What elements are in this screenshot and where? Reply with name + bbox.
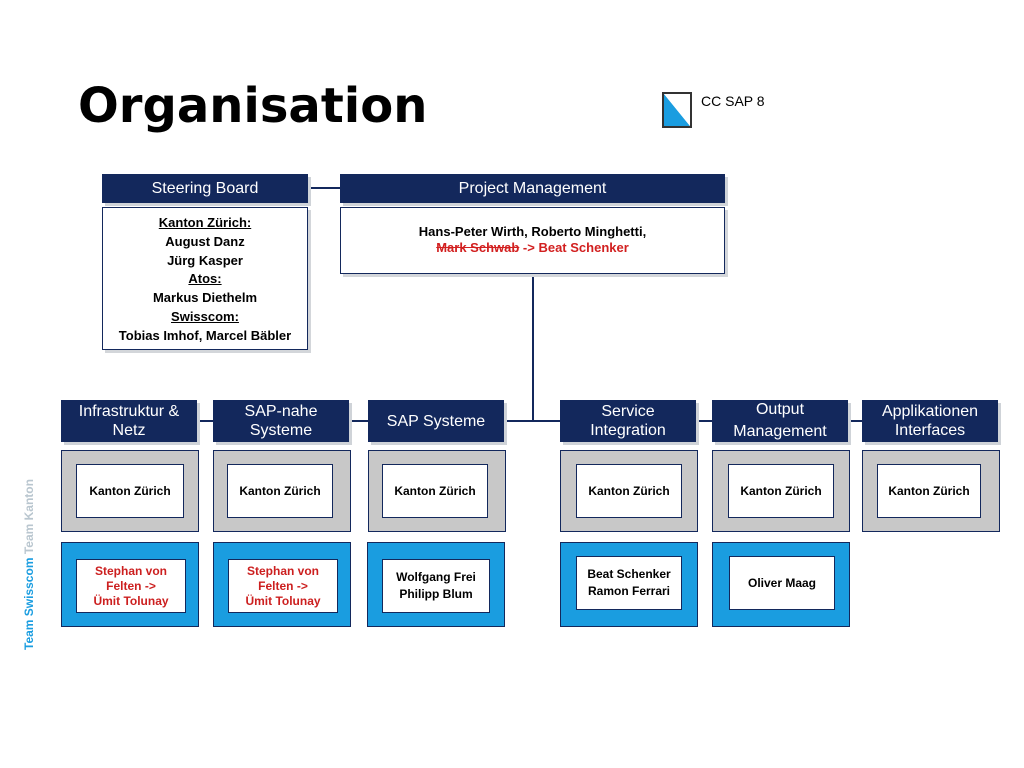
team-kanton-box: Kanton Zürich (877, 464, 981, 518)
team-member: Stephan von (246, 563, 319, 578)
team-kanton-box: Kanton Zürich (382, 464, 488, 518)
side-label-primary: Team Swisscom (22, 557, 36, 650)
team-member: Wolfgang Frei (396, 570, 476, 584)
team-header-sap-nahe: SAP-nahe Systeme (213, 400, 349, 442)
steering-board-header-label: Steering Board (151, 179, 259, 197)
connector-steering-pm (310, 187, 340, 189)
team-kanton-panel: Kanton Zürich (712, 450, 850, 532)
team-swisscom-panel: Beat Schenker Ramon Ferrari (560, 542, 698, 627)
project-management-header-label: Project Management (458, 179, 607, 197)
steering-board-line: Swisscom: (171, 308, 239, 324)
team-member: Philipp Blum (399, 587, 473, 601)
team-kanton-panel: Kanton Zürich (368, 450, 506, 532)
team-swisscom-panel: Wolfgang Frei Philipp Blum (367, 542, 505, 627)
team-member: Oliver Maag (747, 575, 817, 590)
side-label-secondary: Team Kanton (22, 479, 36, 555)
steering-board-line: Markus Diethelm (152, 290, 258, 306)
steering-board-line: August Danz (165, 233, 245, 249)
team-swisscom-panel: Oliver Maag (712, 542, 850, 627)
steering-board-line: Kanton Zürich: (158, 215, 252, 230)
team-kanton-box: Kanton Zürich (227, 464, 333, 518)
team-kanton-panel: Kanton Zürich (560, 450, 698, 532)
project-management-line: Hans-Peter Wirth, Roberto Minghetti, (418, 224, 647, 239)
team-swisscom-box: Beat Schenker Ramon Ferrari (576, 556, 682, 610)
team-header-label: SAP-nahe Systeme (244, 403, 318, 439)
team-member: Beat Schenker (587, 567, 671, 581)
team-member: Felten -> (106, 578, 156, 593)
project-management-details: Hans-Peter Wirth, Roberto Minghetti, Mar… (340, 207, 725, 274)
connector-pm-vertical (532, 274, 534, 421)
team-header-infrastruktur: Infrastruktur & Netz (61, 400, 197, 442)
team-header-label: Output Management (733, 401, 827, 440)
team-header-label: SAP Systeme (386, 412, 486, 430)
team-swisscom-box: Stephan von Felten -> Ümit Tolunay (76, 559, 186, 613)
project-management-header: Project Management (340, 174, 725, 203)
team-member: Ümit Tolunay (245, 593, 321, 608)
zurich-flag-icon (662, 92, 692, 128)
page-title: Organisation (78, 78, 428, 134)
side-label: Team Swisscom Team Kanton (22, 450, 38, 650)
team-swisscom-box: Stephan von Felten -> Ümit Tolunay (228, 559, 338, 613)
steering-board-line: Tobias Imhof, Marcel Bäbler (118, 327, 292, 343)
team-swisscom-box: Wolfgang Frei Philipp Blum (382, 559, 490, 613)
team-member: Ramon Ferrari (587, 584, 671, 598)
connector-team-horizontal (196, 420, 862, 422)
team-kanton-label: Kanton Zürich (888, 483, 970, 498)
team-member: Felten -> (258, 578, 308, 593)
logo-text: CC SAP 8 (701, 93, 765, 109)
team-header-output-management: Output Management (712, 400, 848, 442)
steering-board-line: Jürg Kasper (167, 252, 243, 268)
team-member: Ümit Tolunay (93, 593, 169, 608)
team-header-label: Service Integration (590, 403, 666, 439)
team-kanton-box: Kanton Zürich (76, 464, 184, 518)
team-header-sap-systeme: SAP Systeme (368, 400, 504, 442)
team-header-label: Infrastruktur & Netz (78, 403, 180, 439)
team-member: Stephan von (94, 563, 167, 578)
project-management-removed: Mark Schwab (436, 240, 520, 255)
team-kanton-label: Kanton Zürich (588, 483, 670, 498)
team-kanton-label: Kanton Zürich (394, 483, 476, 498)
project-management-change: Mark Schwab -> Beat Schenker (341, 240, 724, 256)
team-kanton-panel: Kanton Zürich (61, 450, 199, 532)
team-kanton-panel: Kanton Zürich (213, 450, 351, 532)
steering-board-line: Atos: (188, 271, 222, 287)
team-swisscom-box: Oliver Maag (729, 556, 835, 610)
team-kanton-label: Kanton Zürich (89, 483, 171, 498)
team-kanton-panel: Kanton Zürich (862, 450, 1000, 532)
team-kanton-box: Kanton Zürich (728, 464, 834, 518)
team-kanton-label: Kanton Zürich (740, 483, 822, 498)
team-header-applikationen: Applikationen Interfaces (862, 400, 998, 442)
steering-board-header: Steering Board (102, 174, 308, 203)
team-kanton-box: Kanton Zürich (576, 464, 682, 518)
steering-board-details: Kanton Zürich: August Danz Jürg Kasper A… (102, 207, 308, 350)
team-swisscom-panel: Stephan von Felten -> Ümit Tolunay (61, 542, 199, 627)
team-swisscom-panel: Stephan von Felten -> Ümit Tolunay (213, 542, 351, 627)
team-header-label: Applikationen Interfaces (881, 403, 979, 439)
team-kanton-label: Kanton Zürich (239, 483, 321, 498)
project-management-replacement: -> Beat Schenker (519, 240, 629, 255)
team-header-service-integration: Service Integration (560, 400, 696, 442)
